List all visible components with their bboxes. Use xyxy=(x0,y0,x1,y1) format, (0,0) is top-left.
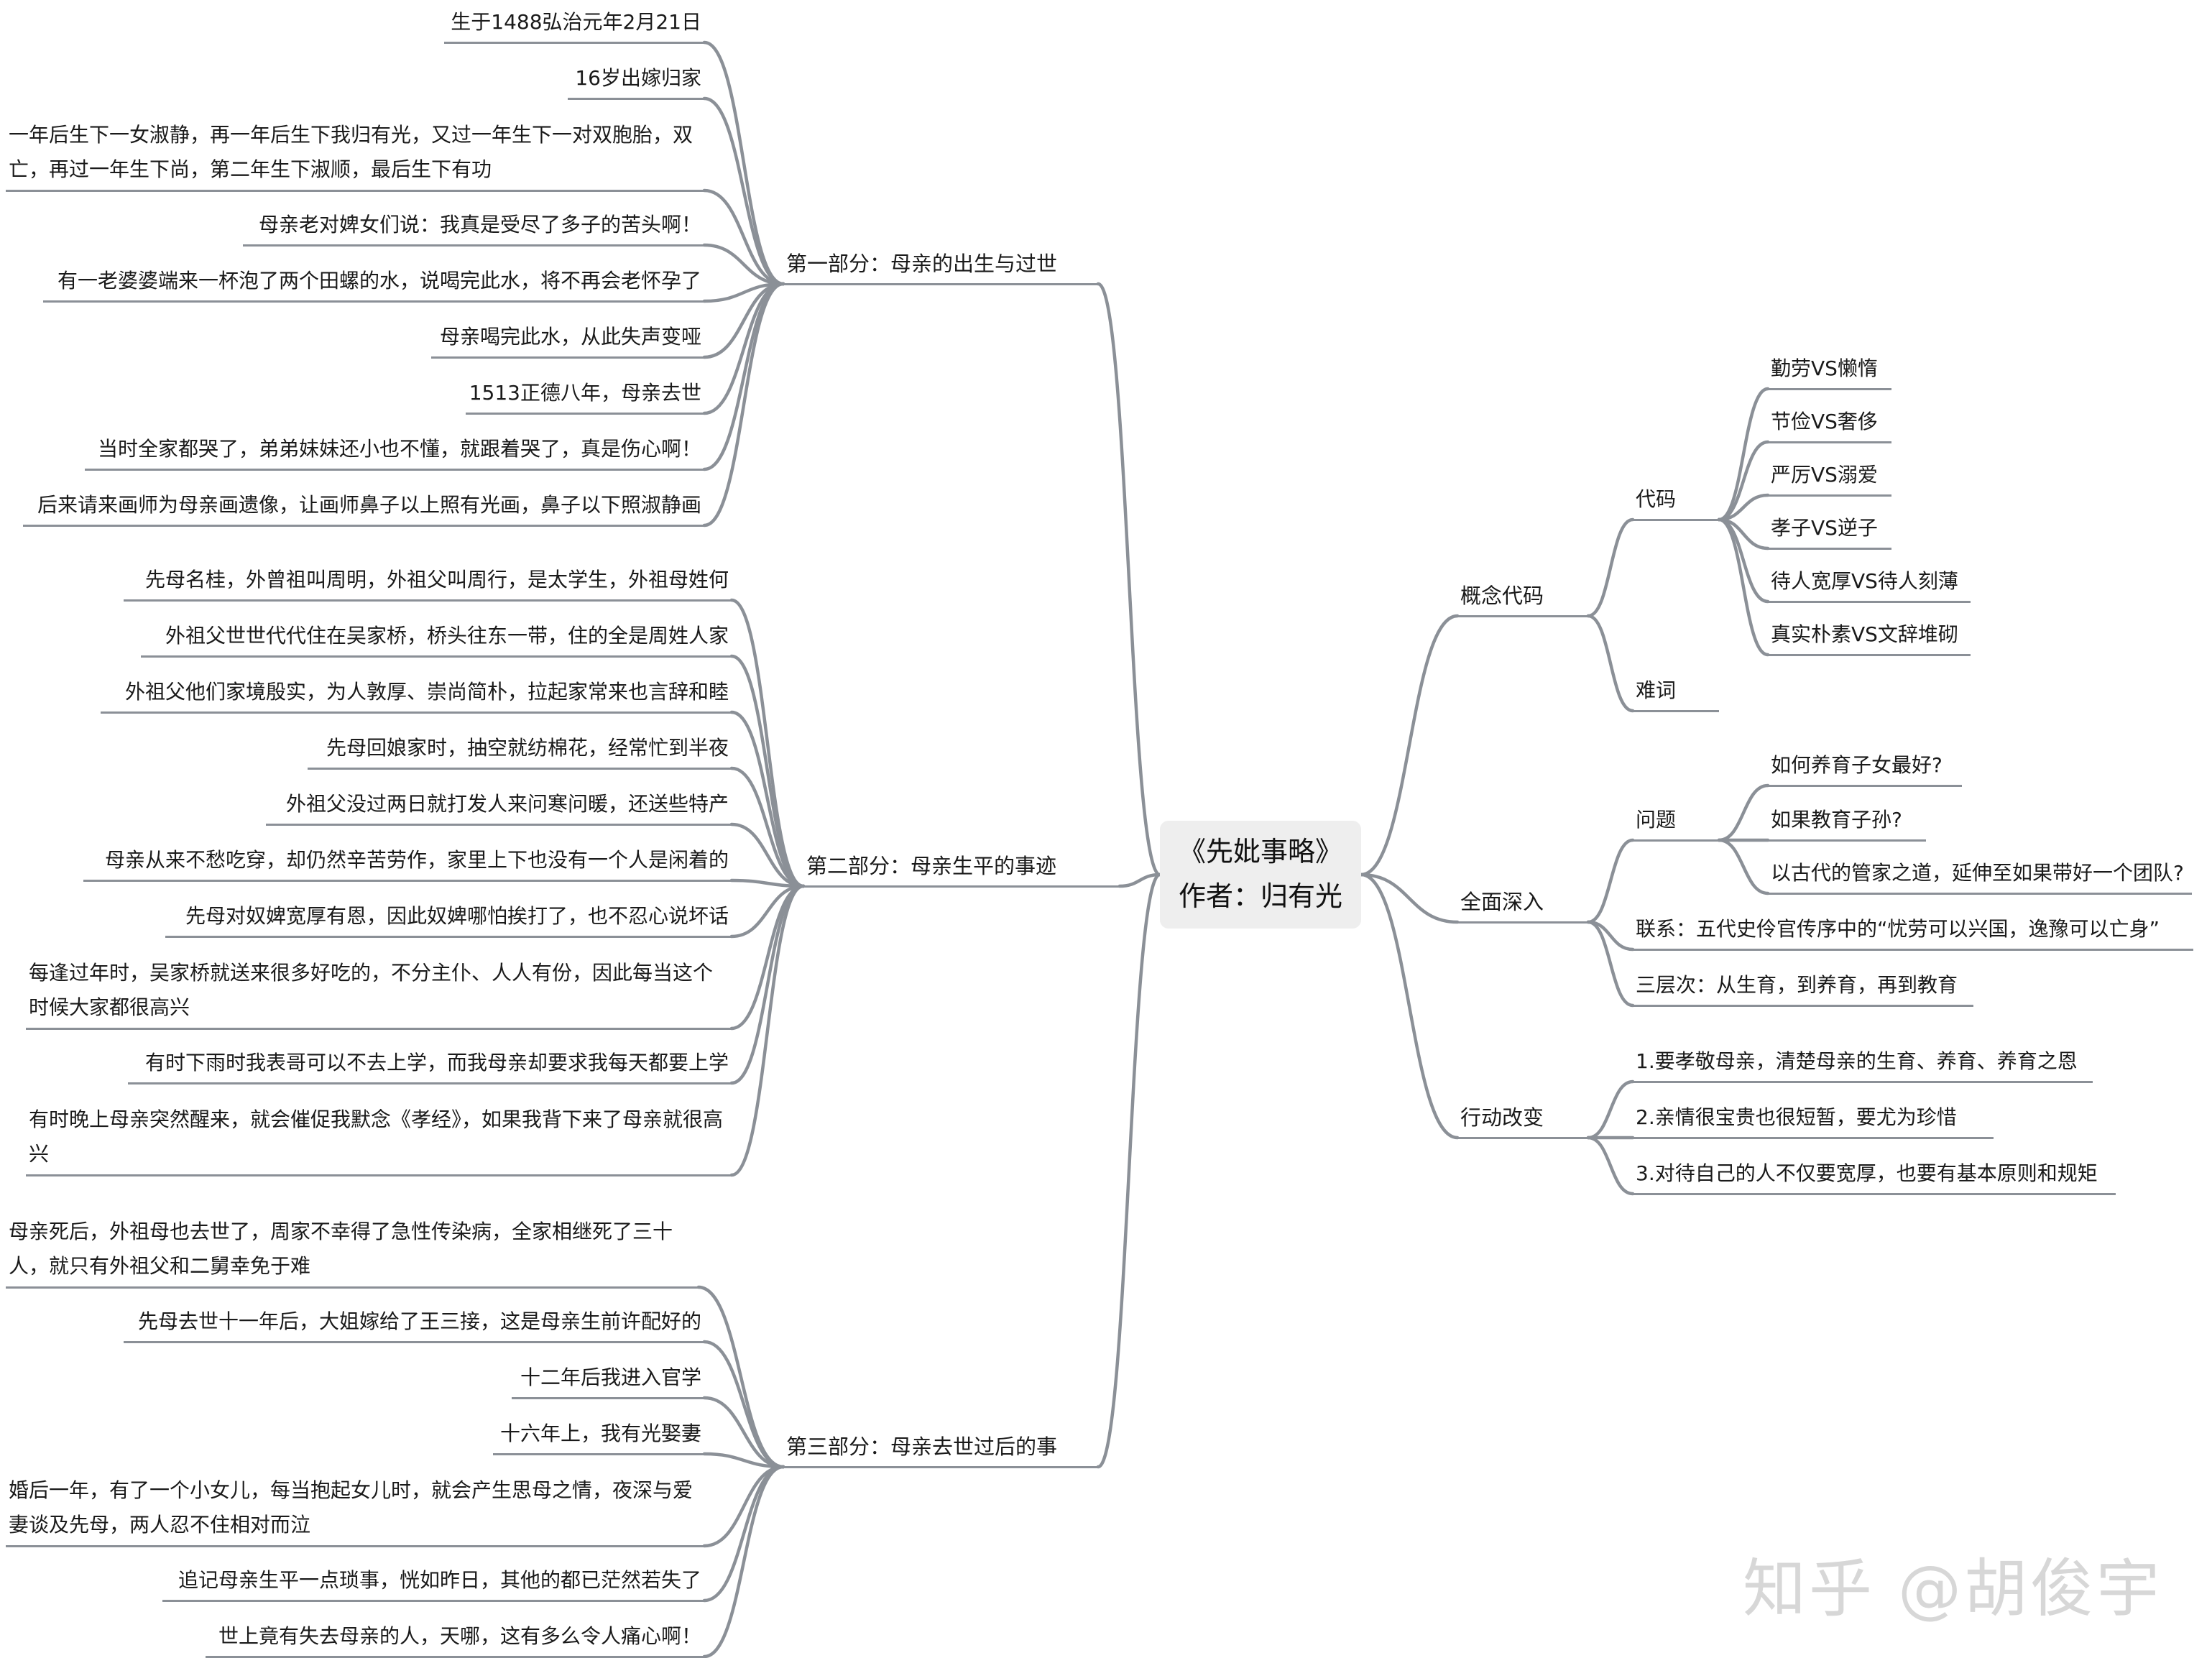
branch-part3[interactable]: 第三部分：母亲去世过后的事 xyxy=(783,1430,1098,1468)
part2-item[interactable]: 外祖父没过两日就打发人来问寒问暖，还送些特产 xyxy=(266,788,732,826)
code-item[interactable]: 勤劳VS懒惰 xyxy=(1768,352,1891,390)
connector-line xyxy=(1717,838,1770,895)
connector-line xyxy=(1717,387,1770,522)
action-item[interactable]: 1.要孝敬母亲，清楚母亲的生育、养育、养育之恩 xyxy=(1633,1045,2093,1083)
connector-line xyxy=(696,1285,785,1469)
connector-line xyxy=(702,1396,785,1469)
connector-line xyxy=(1717,440,1770,522)
connector-line xyxy=(702,1340,785,1469)
root-author: 作者：归有光 xyxy=(1178,880,1342,912)
question-item[interactable]: 如何养育子女最好? xyxy=(1768,749,1962,787)
part1-item[interactable]: 当时全家都哭了，弟弟妹妹还小也不懂，就跟着哭了，真是伤心啊！ xyxy=(85,433,704,471)
connector-line xyxy=(1717,783,1770,842)
part2-item[interactable]: 外祖父他们家境殷实，为人敦厚、崇尚简朴，拉起家常来也言辞和睦 xyxy=(101,676,732,714)
code-item[interactable]: 节俭VS奢侈 xyxy=(1768,405,1891,443)
deep-link[interactable]: 联系：五代史伶官传序中的“忧劳可以兴国，逸豫可以亡身” xyxy=(1633,913,2193,951)
connector-line xyxy=(1586,517,1635,618)
connector-line xyxy=(1096,282,1162,877)
part1-item[interactable]: 生于1488弘治元年2月21日 xyxy=(444,6,704,44)
part3-item[interactable]: 追记母亲生平一点琐事，恍如昨日，其他的都已茫然若失了 xyxy=(162,1564,704,1602)
part2-item[interactable]: 外祖父世世代代住在吴家桥，桥头往东一带，住的全是周姓人家 xyxy=(141,620,732,658)
part1-item[interactable]: 有一老婆婆端来一杯泡了两个田螺的水，说喝完此水，将不再会老怀孕了 xyxy=(43,264,704,303)
part3-item[interactable]: 婚后一年，有了一个小女儿，每当抱起女儿时，就会产生思母之情，夜深与爱妻谈及先母，… xyxy=(6,1473,704,1547)
watermark: 知乎 @胡俊宇 xyxy=(1743,1552,2162,1626)
action-item[interactable]: 3.对待自己的人不仅要宽厚，也要有基本原则和规矩 xyxy=(1633,1157,2116,1195)
connector-line xyxy=(702,282,785,415)
part3-item[interactable]: 母亲死后，外祖母也去世了，周家不幸得了急性传染病，全家相继死了三十人，就只有外祖… xyxy=(6,1215,699,1289)
branch-action[interactable]: 行动改变 xyxy=(1457,1101,1588,1139)
part1-item[interactable]: 母亲喝完此水，从此失声变哑 xyxy=(431,321,704,359)
root-node[interactable]: 《先妣事略》 作者：归有光 xyxy=(1160,821,1361,929)
connector-line xyxy=(1586,838,1635,924)
connector-line xyxy=(1586,614,1635,713)
connector-line xyxy=(729,598,806,888)
deep-levels[interactable]: 三层次：从生育，到养育，再到教育 xyxy=(1633,969,1973,1007)
part1-item[interactable]: 后来请来画师为母亲画遗像，让画师鼻子以上照有光画，鼻子以下照淑静画 xyxy=(23,489,704,527)
part3-item[interactable]: 十六年上，我有光娶妻 xyxy=(493,1417,704,1455)
branch-concept[interactable]: 概念代码 xyxy=(1457,579,1588,617)
connector-line xyxy=(702,282,785,528)
connector-line xyxy=(702,1465,785,1603)
part2-item[interactable]: 先母对奴婢宽厚有恩，因此奴婢哪怕挨打了，也不忍心说坏话 xyxy=(165,900,732,938)
connector-line xyxy=(729,822,806,888)
connector-line xyxy=(702,96,785,286)
part1-item[interactable]: 一年后生下一女淑静，再一年后生下我归有光，又过一年生下一对双胞胎，双亡，再过一年… xyxy=(6,118,704,192)
connector-line xyxy=(1359,872,1460,1140)
branch-deep[interactable]: 全面深入 xyxy=(1457,885,1588,924)
part3-item[interactable]: 世上竟有失去母亲的人，天哪，这有多么令人痛心啊！ xyxy=(206,1620,704,1658)
action-item[interactable]: 2.亲情很宝贵也很短暂，要尤为珍惜 xyxy=(1633,1101,1994,1139)
code-item[interactable]: 严厉VS溺爱 xyxy=(1768,459,1891,497)
part2-item[interactable]: 每逢过年时，吴家桥就送来很多好吃的，不分主仆、人人有份，因此每当这个时候大家都很… xyxy=(26,956,732,1030)
connector-line xyxy=(702,282,785,359)
part1-item[interactable]: 1513正德八年，母亲去世 xyxy=(466,377,704,415)
branch-part2[interactable]: 第二部分：母亲生平的事迹 xyxy=(803,849,1120,888)
connector-line xyxy=(1359,872,1460,924)
concept-code[interactable]: 代码 xyxy=(1633,483,1719,521)
connector-line xyxy=(729,878,806,888)
root-title: 《先妣事略》 xyxy=(1178,836,1342,867)
part2-item[interactable]: 先母回娘家时，抽空就纺棉花，经常忙到半夜 xyxy=(308,732,732,770)
deep-question[interactable]: 问题 xyxy=(1633,803,1719,842)
connector-line xyxy=(729,884,806,1031)
connector-line xyxy=(702,1465,785,1658)
part2-item[interactable]: 先母名桂，外曾祖叫周明，外祖父叫周行，是太学生，外祖母姓何 xyxy=(124,563,732,602)
part2-item[interactable]: 有时下雨时我表哥可以不去上学，而我母亲却要求我每天都要上学 xyxy=(128,1046,732,1084)
connector-line xyxy=(729,884,806,1085)
part3-item[interactable]: 先母去世十一年后，大姐嫁给了王三接，这是母亲生前许配好的 xyxy=(124,1305,704,1343)
code-item[interactable]: 待人宽厚VS待人刻薄 xyxy=(1768,565,1971,603)
connector-line xyxy=(1717,517,1770,657)
connector-line xyxy=(729,884,806,939)
connector-line xyxy=(729,710,806,888)
question-item[interactable]: 以古代的管家之道，延伸至如果带好一个团队? xyxy=(1768,857,2192,895)
code-item[interactable]: 真实朴素VS文辞堆砌 xyxy=(1768,618,1971,656)
part1-item[interactable]: 母亲老对婢女们说：我真是受尽了多子的苦头啊！ xyxy=(243,208,704,247)
connector-line xyxy=(1586,1079,1635,1140)
connector-line xyxy=(1359,614,1460,877)
connector-line xyxy=(1717,493,1770,522)
concept-difficult-words[interactable]: 难词 xyxy=(1633,674,1719,712)
part3-item[interactable]: 十二年后我进入官学 xyxy=(512,1361,704,1399)
connector-line xyxy=(729,766,806,888)
connector-line xyxy=(702,282,785,471)
part2-item[interactable]: 有时晚上母亲突然醒来，就会催促我默念《孝经》，如果我背下来了母亲就很高兴 xyxy=(26,1102,732,1176)
connector-line xyxy=(702,1465,785,1548)
connector-line xyxy=(702,1452,785,1469)
connector-line xyxy=(729,884,806,1177)
connector-line xyxy=(1586,920,1635,1008)
connector-line xyxy=(1117,872,1162,888)
connector-line xyxy=(702,282,785,303)
connector-line xyxy=(702,188,785,286)
branch-part1[interactable]: 第一部分：母亲的出生与过世 xyxy=(783,247,1098,285)
connector-line xyxy=(1586,1136,1635,1196)
question-item[interactable]: 如果教育子孙? xyxy=(1768,803,1926,842)
connector-line xyxy=(702,243,785,286)
part1-item[interactable]: 16岁出嫁归家 xyxy=(568,62,704,100)
part2-item[interactable]: 母亲从来不愁吃穿，却仍然辛苦劳作，家里上下也没有一个人是闲着的 xyxy=(83,844,732,882)
connector-line xyxy=(1096,872,1162,1469)
code-item[interactable]: 孝子VS逆子 xyxy=(1768,512,1891,550)
